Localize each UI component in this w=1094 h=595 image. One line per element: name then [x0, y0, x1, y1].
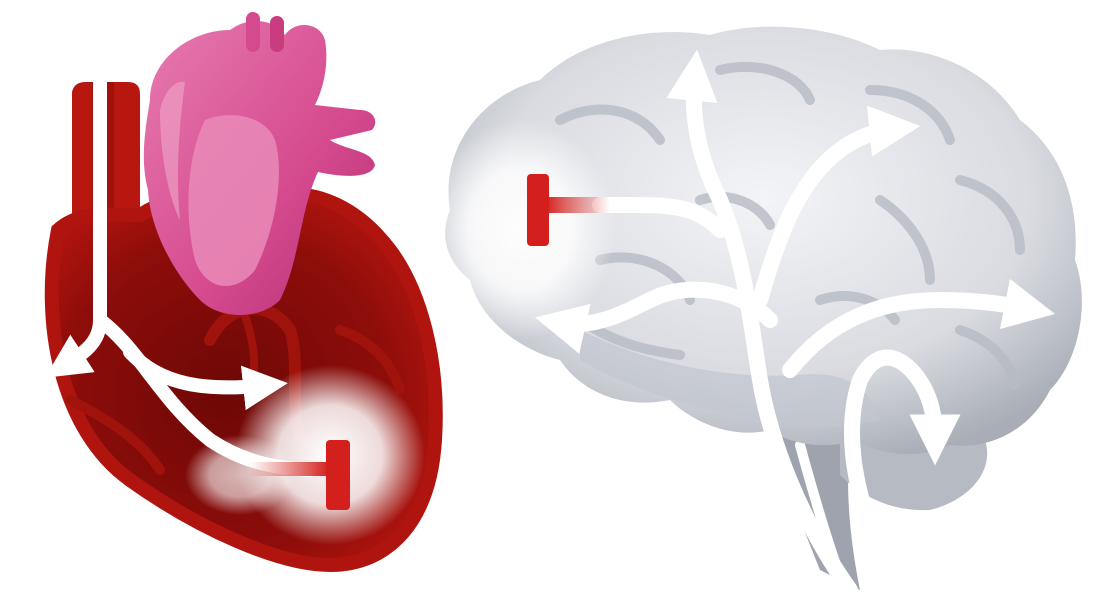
heart-illustration	[52, 12, 436, 565]
glow-burst-icon	[425, 120, 615, 340]
block-marker-icon	[326, 440, 350, 510]
block-marker-icon	[527, 174, 549, 246]
brain-illustration	[425, 27, 1082, 590]
